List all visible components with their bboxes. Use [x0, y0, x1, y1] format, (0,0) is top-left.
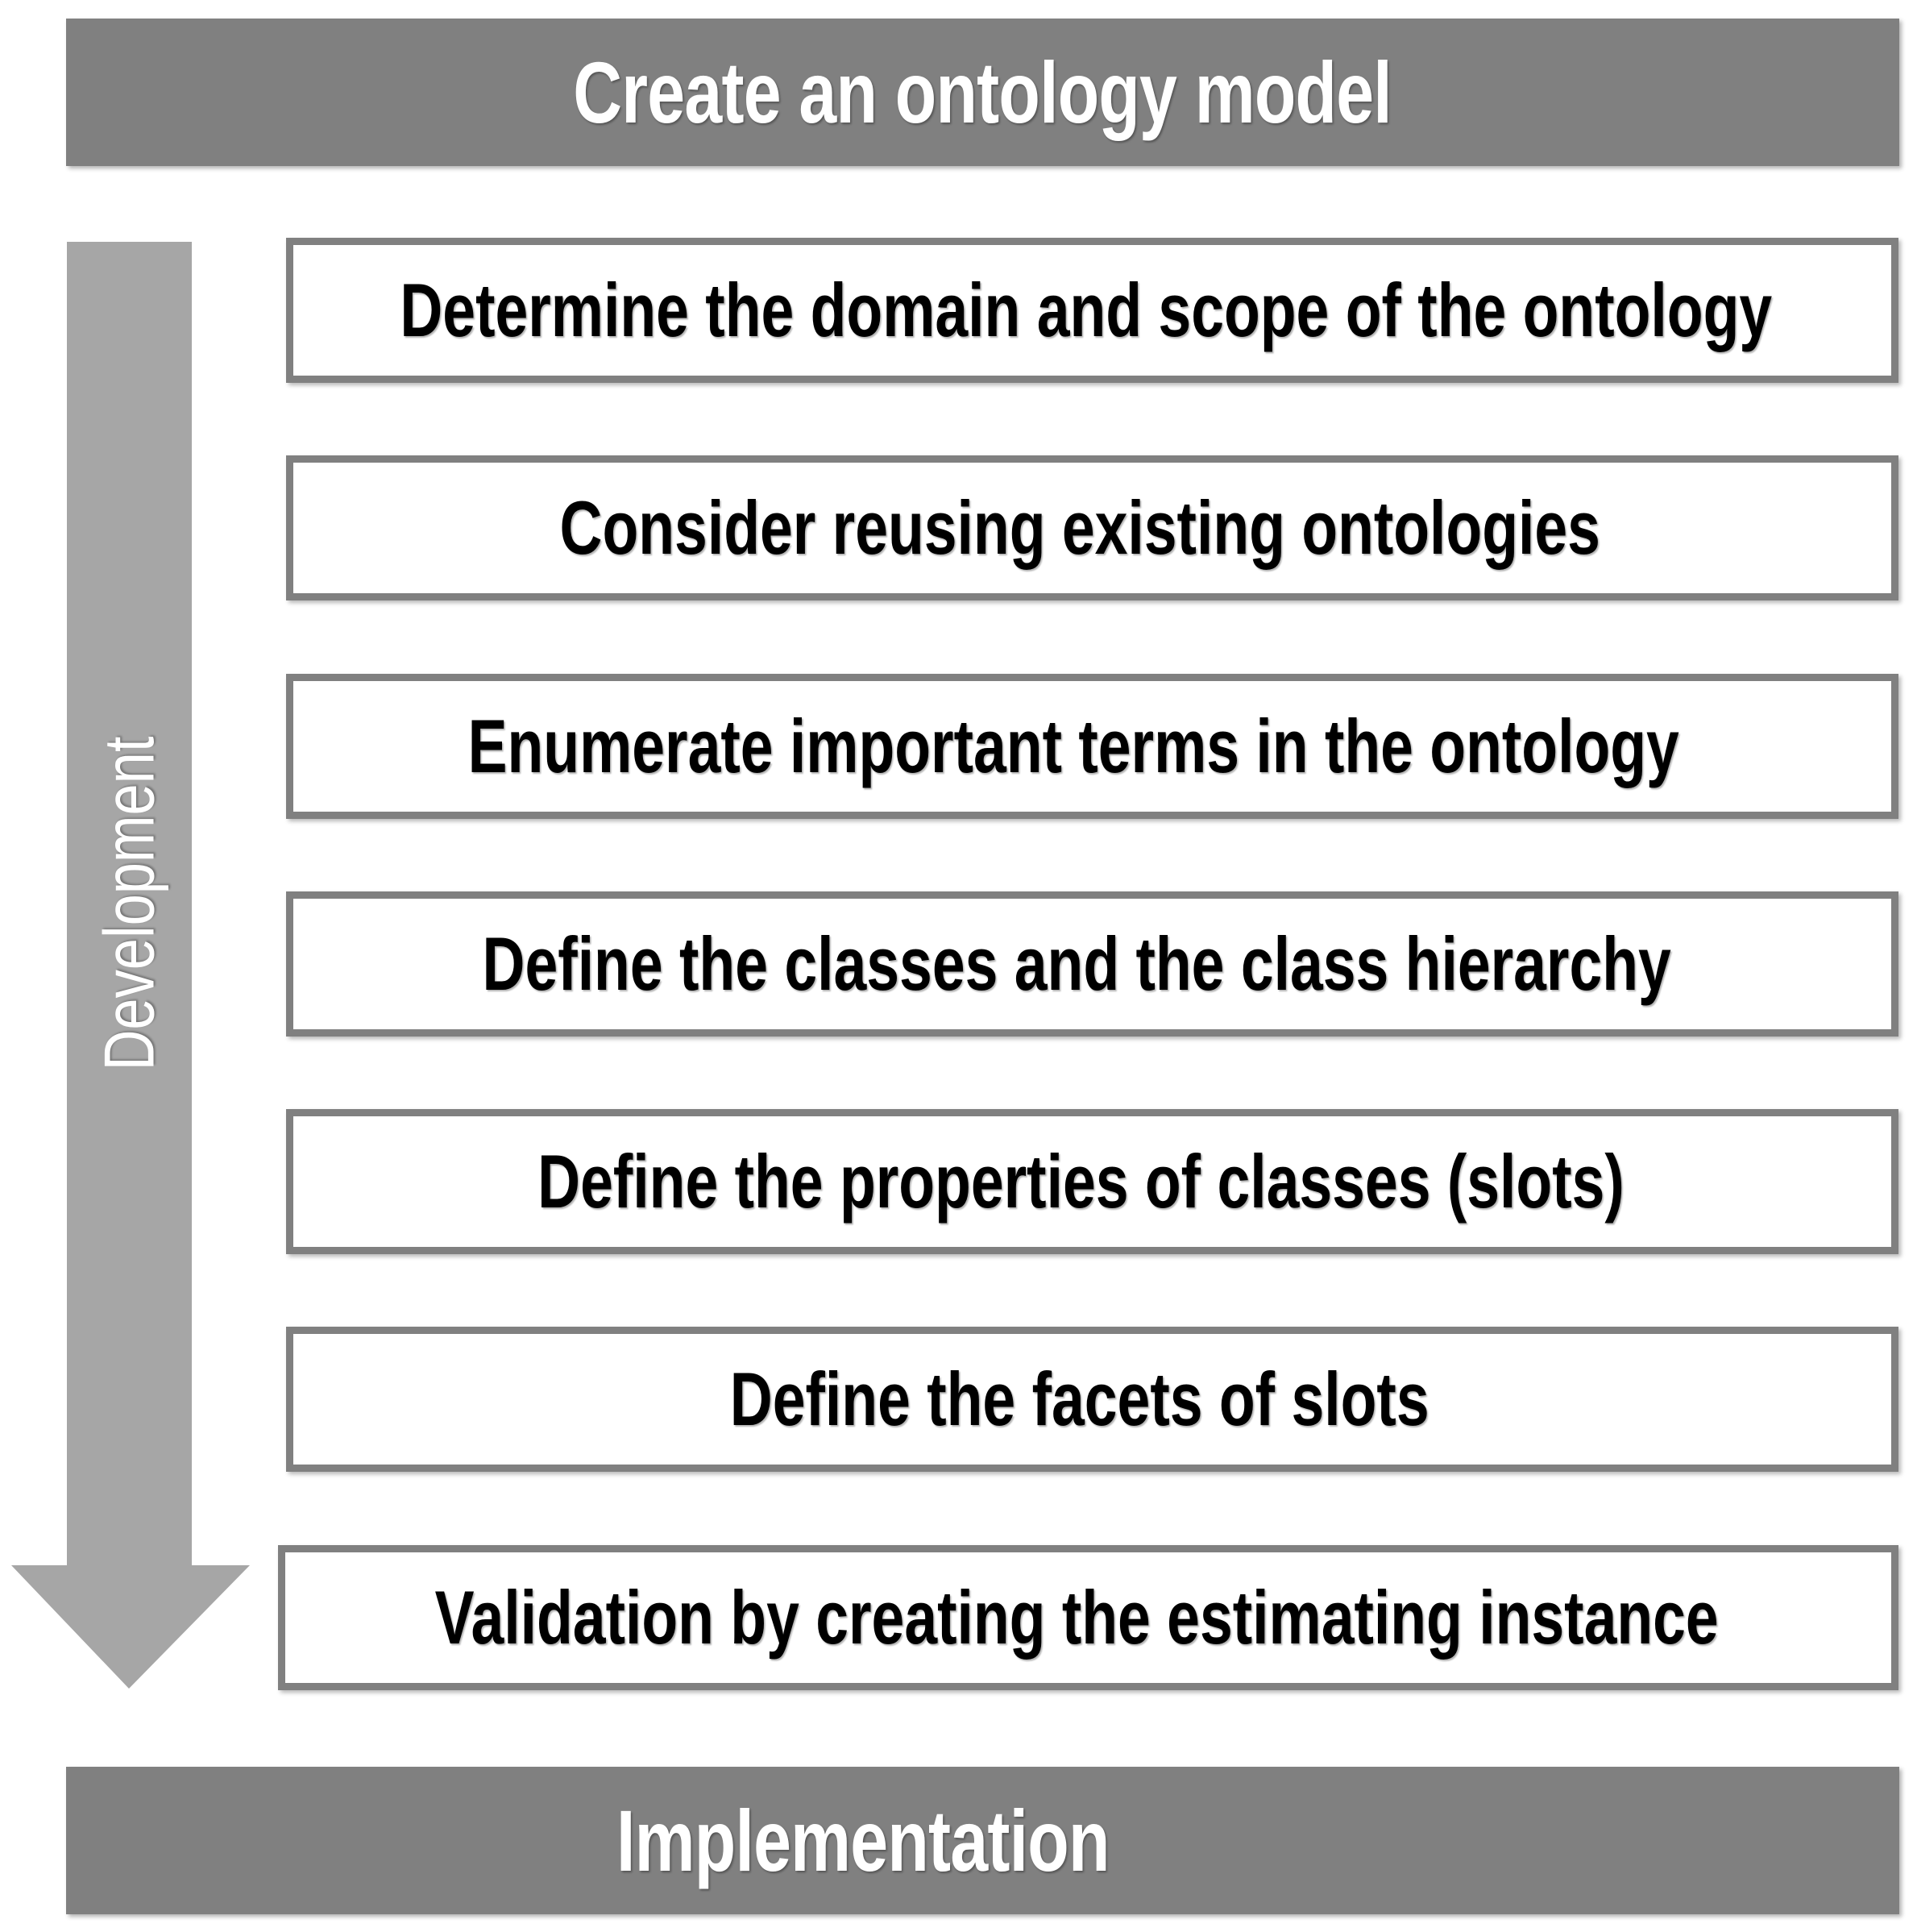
- step-box-6[interactable]: Define the facets of slots: [286, 1327, 1898, 1472]
- header-banner: Create an ontology model: [66, 19, 1899, 166]
- step-box-2[interactable]: Consider reusing existing ontologies: [286, 455, 1898, 600]
- footer-title: Implementation: [616, 1791, 1110, 1889]
- step-label-1: Determine the domain and scope of the on…: [400, 268, 1773, 352]
- down-arrow-shape: [11, 242, 250, 1689]
- step-label-4: Define the classes and the class hierarc…: [482, 921, 1671, 1006]
- footer-banner: Implementation: [66, 1767, 1899, 1914]
- header-title: Create an ontology model: [573, 43, 1392, 141]
- step-label-7: Validation by creating the estimating in…: [434, 1575, 1719, 1660]
- step-box-7[interactable]: Validation by creating the estimating in…: [278, 1545, 1898, 1690]
- step-label-3: Enumerate important terms in the ontolog…: [467, 704, 1679, 788]
- step-label-5: Define the properties of classes (slots): [537, 1139, 1624, 1224]
- step-label-6: Define the facets of slots: [729, 1357, 1429, 1441]
- development-phase-arrow: [11, 242, 250, 1689]
- step-box-4[interactable]: Define the classes and the class hierarc…: [286, 891, 1898, 1037]
- step-label-2: Consider reusing existing ontologies: [559, 485, 1600, 570]
- step-box-1[interactable]: Determine the domain and scope of the on…: [286, 238, 1898, 383]
- step-box-3[interactable]: Enumerate important terms in the ontolog…: [286, 674, 1898, 819]
- step-box-5[interactable]: Define the properties of classes (slots): [286, 1109, 1898, 1254]
